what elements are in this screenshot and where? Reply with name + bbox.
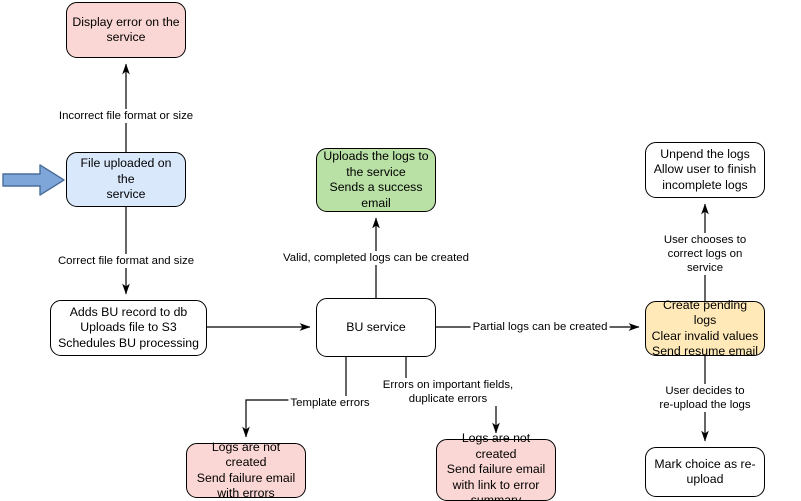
edge-label-user-chooses-correct: User chooses to correct logs on service [657,233,753,275]
edge-label-valid-completed-logs: Valid, completed logs can be created [281,251,471,265]
node-mark-choice-reupload[interactable]: Mark choice as re- upload [645,447,765,497]
node-create-pending-logs[interactable]: Create pending logs Clear invalid values… [645,298,765,358]
node-logs-not-created-template[interactable]: Logs are not created Send failure email … [186,440,306,500]
edge-label-template-errors: Template errors [288,396,372,410]
entry-arrow-icon [2,164,65,196]
edge-label-incorrect-format: Incorrect file format or size [56,109,196,123]
node-file-uploaded[interactable]: File uploaded on the service [66,152,186,207]
edge-label-partial-logs: Partial logs can be created [470,320,610,334]
node-adds-bu-record[interactable]: Adds BU record to db Uploads file to S3 … [50,300,207,356]
edge-label-errors-important-fields: Errors on important fields, duplicate er… [380,378,516,406]
node-unpend-logs[interactable]: Unpend the logs Allow user to finish inc… [645,142,765,198]
node-display-error[interactable]: Display error on the service [66,2,186,58]
node-logs-not-created-summary[interactable]: Logs are not created Send failure email … [436,431,556,501]
node-bu-service[interactable]: BU service [316,298,436,357]
edge-label-user-decides-reupload: User decides to re-upload the logs [657,384,753,412]
edge-label-correct-format: Correct file format and size [55,254,197,268]
node-uploads-logs[interactable]: Uploads the logs to the service Sends a … [316,148,436,212]
